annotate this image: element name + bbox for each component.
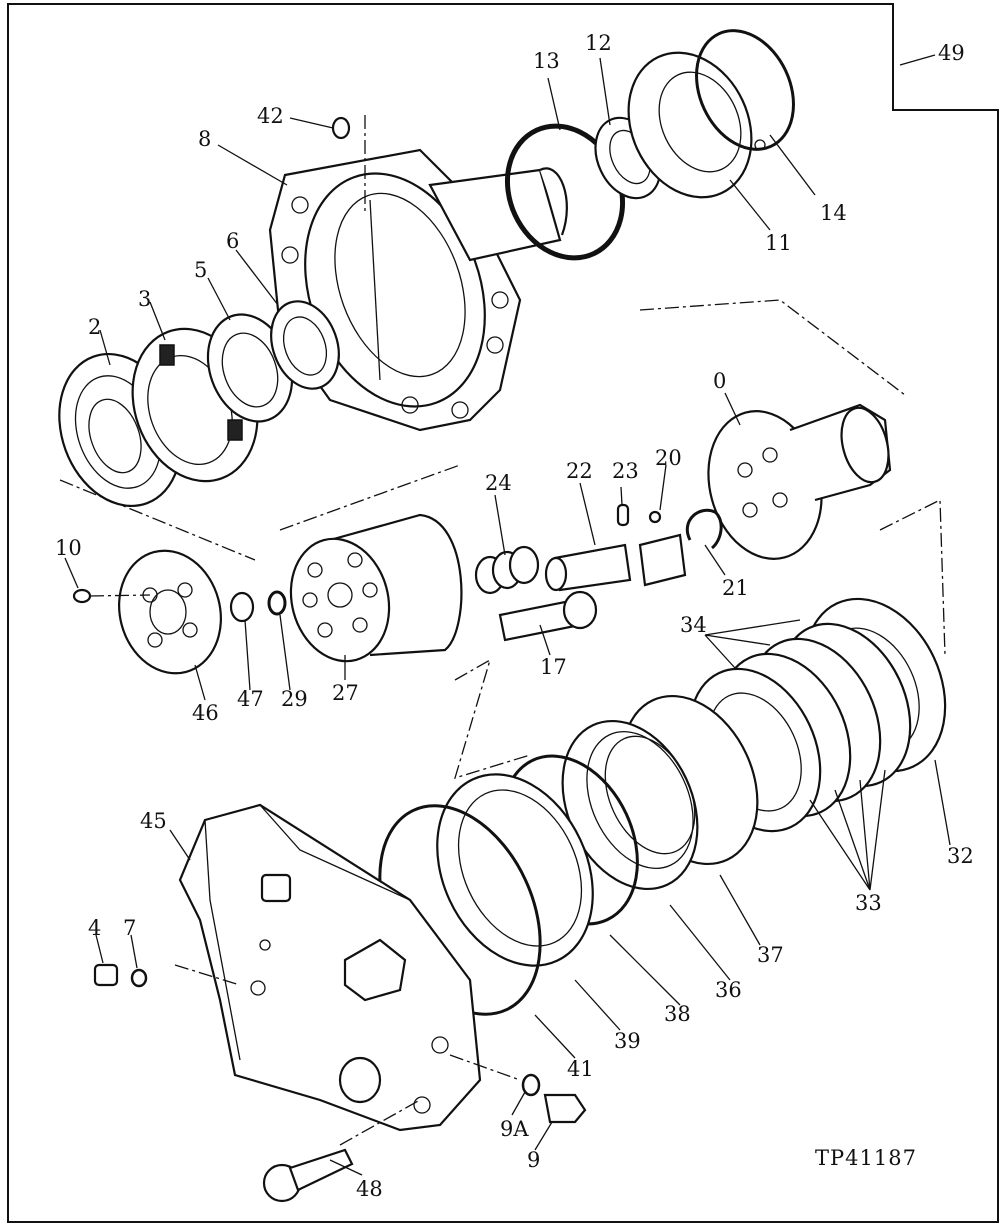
plate-46 — [118, 549, 222, 675]
callout-24: 24 — [485, 471, 512, 495]
callout-38: 38 — [664, 1002, 691, 1026]
drawing-code: TP41187 — [815, 1146, 917, 1170]
callout-47: 47 — [237, 687, 264, 711]
leader-lines — [64, 54, 951, 1176]
ring-47 — [229, 591, 255, 623]
callout-34: 34 — [680, 613, 707, 637]
spring-36 — [561, 719, 699, 891]
callout-27: 27 — [332, 681, 359, 705]
callout-39: 39 — [614, 1029, 641, 1053]
cylinder-block-27 — [289, 513, 463, 663]
valve-housing-45 — [178, 803, 482, 1132]
piston-assembly-17 — [498, 533, 687, 642]
oring-9A — [521, 1073, 541, 1097]
friction-discs-33-34 — [688, 622, 912, 833]
callout-10: 10 — [55, 536, 82, 560]
assembly-centerlines — [59, 115, 946, 1146]
plug-9 — [543, 1093, 587, 1124]
plug-4 — [93, 963, 119, 987]
snap-ring-29 — [267, 590, 287, 616]
callout-17: 17 — [540, 655, 567, 679]
bolt-48 — [262, 1148, 354, 1203]
ring-39 — [436, 773, 594, 967]
callout-12: 12 — [585, 31, 612, 55]
callout-29: 29 — [281, 687, 308, 711]
spool-22 — [544, 543, 632, 592]
callout-2: 2 — [88, 315, 101, 339]
callout-32: 32 — [947, 844, 974, 868]
page-border — [7, 3, 999, 1223]
callout-48: 48 — [356, 1177, 383, 1201]
callout-20: 20 — [655, 446, 682, 470]
snap-ring-21 — [686, 508, 723, 550]
callout-9: 9 — [527, 1148, 540, 1172]
callout-13: 13 — [533, 49, 560, 73]
plug-10 — [72, 588, 92, 604]
callout-11: 11 — [765, 231, 792, 255]
valve-plate-0 — [707, 403, 892, 560]
snap-ring-14 — [695, 29, 795, 151]
callout-0: 0 — [713, 369, 726, 393]
ball-20 — [648, 510, 662, 524]
callout-6: 6 — [226, 229, 239, 253]
spring-24 — [474, 545, 540, 595]
pin-23 — [616, 503, 630, 527]
callout-8: 8 — [198, 127, 211, 151]
callout-labels: 49 13 12 42 8 14 11 6 5 3 2 0 24 22 23 2… — [55, 31, 974, 1201]
oring-7 — [130, 968, 148, 988]
callout-4: 4 — [88, 916, 101, 940]
callout-3: 3 — [138, 287, 151, 311]
callout-46: 46 — [192, 701, 219, 725]
callout-45: 45 — [140, 809, 167, 833]
callout-22: 22 — [566, 459, 593, 483]
callout-5: 5 — [194, 258, 207, 282]
pin-42 — [331, 116, 351, 140]
callout-9A: 9A — [500, 1117, 529, 1141]
callout-14: 14 — [820, 201, 847, 225]
callout-42: 42 — [257, 104, 284, 128]
callout-49: 49 — [938, 41, 965, 65]
callout-33: 33 — [855, 891, 882, 915]
callout-37: 37 — [757, 943, 784, 967]
callout-23: 23 — [612, 459, 639, 483]
callout-41: 41 — [567, 1057, 594, 1081]
seal-6 — [270, 300, 340, 390]
callout-21: 21 — [722, 576, 749, 600]
callout-36: 36 — [715, 978, 742, 1002]
callout-7: 7 — [123, 916, 136, 940]
ring-11 — [627, 51, 753, 199]
